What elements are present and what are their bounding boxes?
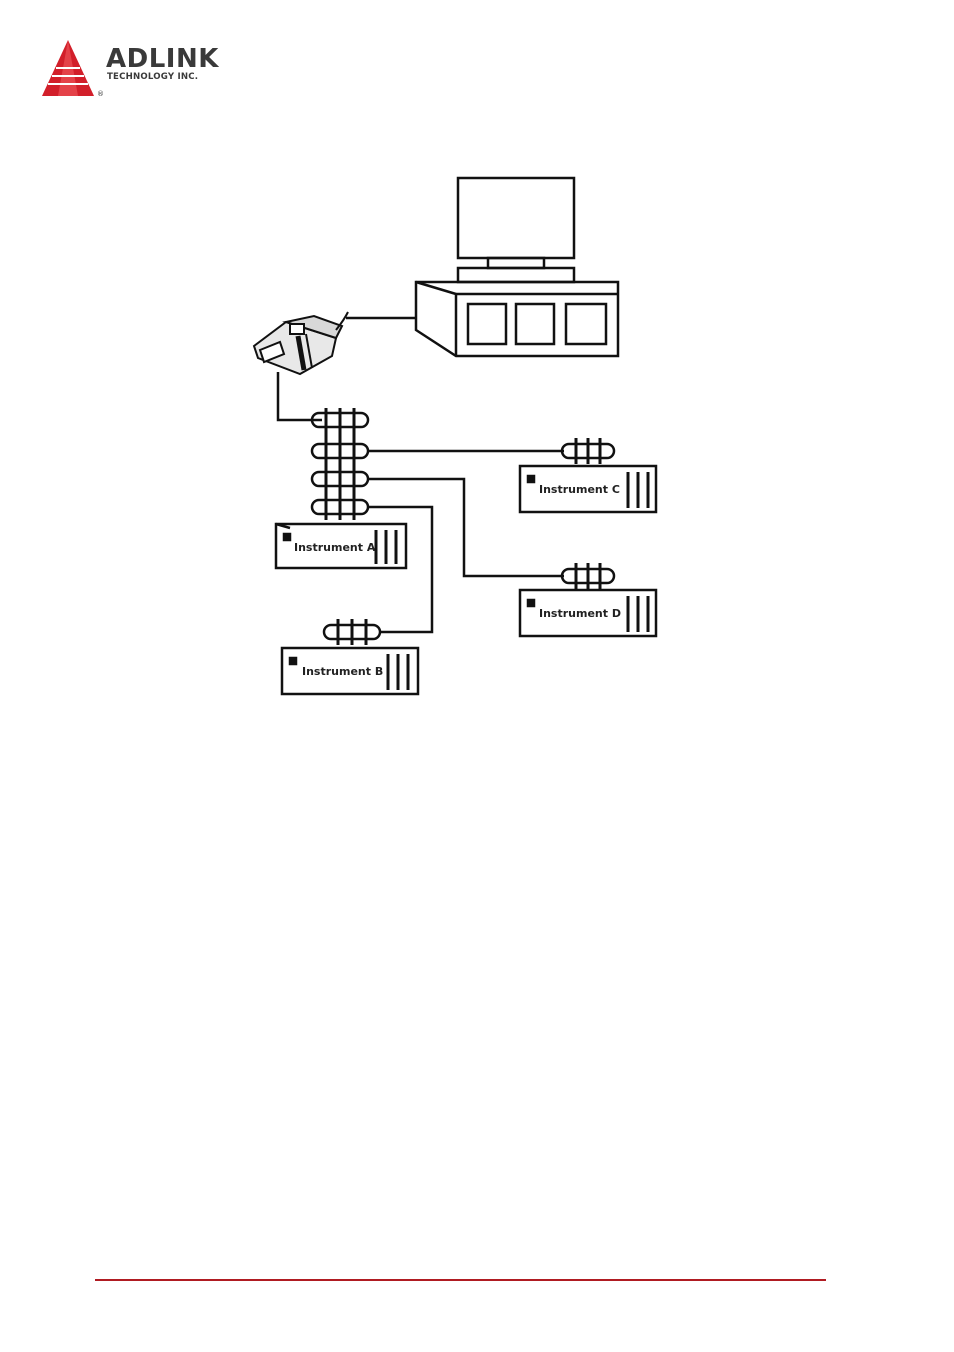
instrument-c-label: Instrument C: [539, 483, 620, 496]
triangle-logo-icon: ®: [42, 40, 104, 98]
gpib-adapter-icon: [252, 311, 349, 376]
footer-divider: [95, 1279, 826, 1281]
instrument-d-box: [518, 588, 658, 638]
instrument-a-box: [274, 522, 408, 570]
computer-monitor-icon: [456, 176, 576, 284]
instrument-a-label: Instrument A: [294, 541, 376, 554]
instrument-d-label: Instrument D: [539, 607, 621, 620]
brand-name: ADLINK: [106, 44, 219, 74]
instrument-b-label: Instrument B: [302, 665, 383, 678]
instrument-c-box: [518, 464, 658, 514]
adlink-logo: ®: [40, 38, 240, 98]
instrument-b-connector: [322, 619, 382, 645]
gpib-connection-diagram: Instrument A Instrument B Instrument C I…: [252, 176, 658, 696]
svg-text:®: ®: [97, 90, 104, 98]
computer-case-icon: [414, 280, 620, 358]
gpib-connector-stack: [310, 408, 370, 520]
instrument-b-box: [280, 646, 420, 696]
instrument-c-connector: [560, 438, 616, 464]
instrument-d-connector: [560, 563, 616, 589]
brand-subtitle: TECHNOLOGY INC.: [107, 72, 199, 82]
